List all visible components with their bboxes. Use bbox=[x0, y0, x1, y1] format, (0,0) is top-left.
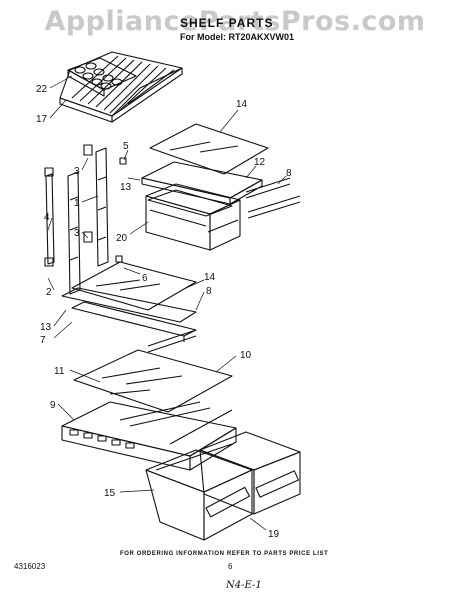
callout-7: 7 bbox=[40, 335, 46, 346]
callout-10: 10 bbox=[240, 350, 252, 361]
callout-9: 9 bbox=[50, 400, 56, 411]
leader-lines bbox=[47, 75, 287, 531]
callout-17: 17 bbox=[36, 114, 48, 125]
callout-14-lower: 14 bbox=[204, 272, 216, 283]
meat-pan-drawer bbox=[145, 183, 241, 251]
callout-13-lower: 13 bbox=[40, 322, 52, 333]
wire-shelf-part bbox=[59, 51, 183, 123]
callout-4: 4 bbox=[44, 212, 50, 223]
callout-12: 12 bbox=[254, 157, 266, 168]
callout-8-upper: 8 bbox=[286, 168, 292, 179]
watermark: AppliancePartsPros.com bbox=[44, 6, 426, 37]
callout-13-upper: 13 bbox=[120, 182, 132, 193]
callout-14-upper: 14 bbox=[236, 99, 248, 110]
callout-labels: 22 17 14 5 12 8 3 13 1 4 3 20 6 14 2 8 1… bbox=[36, 84, 292, 540]
glass-shelf-middle bbox=[61, 261, 197, 353]
callout-3-upper: 3 bbox=[74, 166, 80, 177]
crisper-support-frame bbox=[61, 401, 237, 471]
callout-3-lower: 3 bbox=[74, 228, 80, 239]
crisper-cover-frame bbox=[141, 161, 301, 219]
crisper-drawer-left bbox=[145, 449, 253, 541]
page-number: 6 bbox=[228, 562, 233, 571]
callout-2: 2 bbox=[46, 287, 52, 298]
callout-8-lower: 8 bbox=[206, 286, 212, 297]
callout-22: 22 bbox=[36, 84, 48, 95]
callout-6: 6 bbox=[142, 273, 148, 284]
crisper-drawer-right bbox=[199, 431, 301, 515]
handwritten-mark: N4-E-1 bbox=[226, 580, 262, 591]
callout-1: 1 bbox=[74, 198, 80, 209]
page-title: SHELF PARTS bbox=[180, 16, 274, 30]
egg-tray-part bbox=[67, 57, 137, 97]
callout-11: 11 bbox=[54, 366, 65, 377]
crisper-glass-cover bbox=[73, 349, 233, 413]
callout-15: 15 bbox=[104, 488, 116, 499]
glass-shelf-upper bbox=[149, 123, 269, 175]
callout-20: 20 bbox=[116, 233, 128, 244]
model-number: For Model: RT20AKXVW01 bbox=[180, 32, 295, 42]
document-number: 4316023 bbox=[14, 562, 46, 571]
callout-19: 19 bbox=[268, 529, 280, 540]
ordering-info-note: FOR ORDERING INFORMATION REFER TO PARTS … bbox=[120, 551, 329, 557]
callout-5: 5 bbox=[123, 141, 129, 152]
